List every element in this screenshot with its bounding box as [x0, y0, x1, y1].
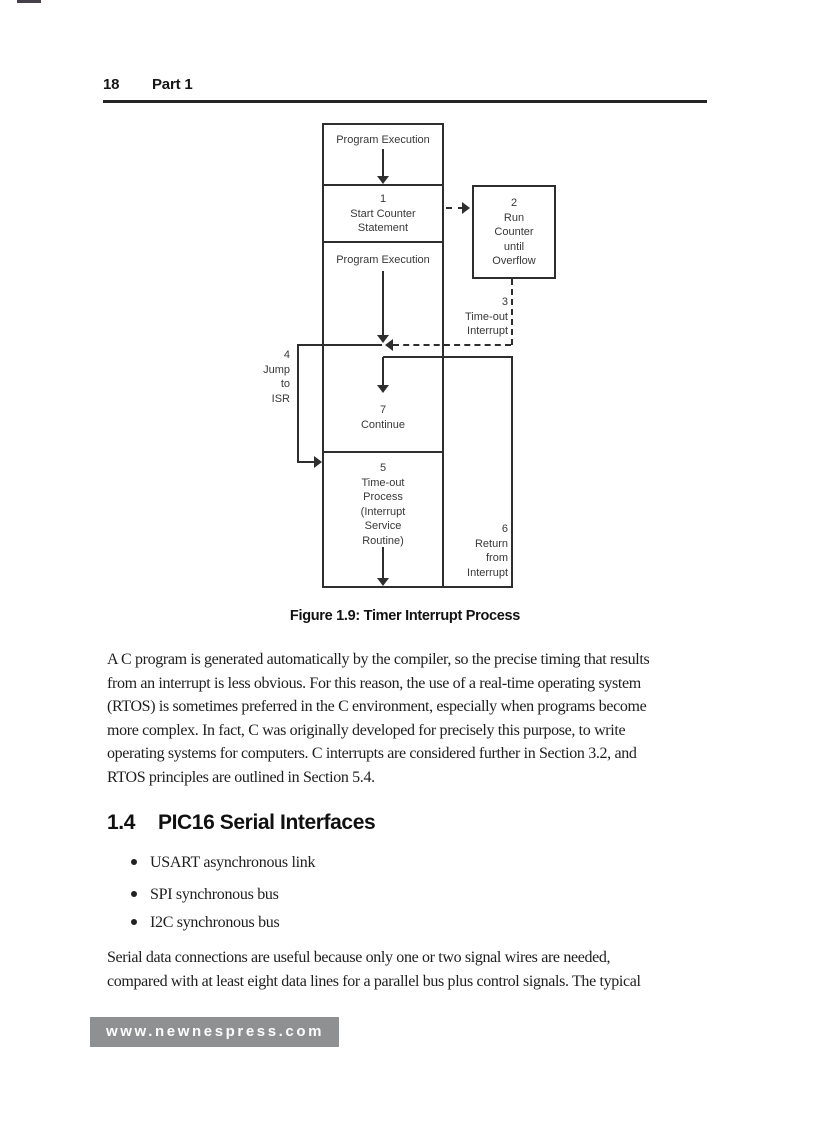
- body-paragraph-1: A C program is generated automatically b…: [107, 648, 650, 789]
- bullet-icon: [131, 859, 137, 865]
- list-item-label: USART asynchronous link: [150, 854, 316, 871]
- arrow-down-icon: [377, 578, 389, 586]
- node-program-execution-mid: Program Execution: [336, 254, 430, 266]
- node-run-counter: 2 Run Counter until Overflow: [492, 197, 536, 267]
- label-timeout-interrupt: 3 Time-out Interrupt: [465, 296, 508, 337]
- flow-arrow-shaft: [382, 149, 384, 178]
- node-timeout-process: 5 Time-out Process (Interrupt Service Ro…: [360, 462, 406, 547]
- text-line: A C program is generated automatically b…: [107, 651, 650, 668]
- arrow-right-icon: [314, 456, 322, 468]
- arrow-down-icon: [377, 176, 389, 184]
- text-line: more complex. In fact, C was originally …: [107, 721, 626, 739]
- dashed-connector: [393, 344, 511, 346]
- arrow-down-icon: [377, 385, 389, 393]
- label-jump-to-isr: 4 Jump to ISR: [263, 349, 290, 405]
- flow-arrow-shaft: [382, 547, 384, 579]
- bullet-icon: [131, 891, 137, 897]
- text-line: (RTOS) is sometimes preferred in the C e…: [107, 698, 647, 715]
- publisher-url: www.newnespress.com: [106, 1023, 325, 1040]
- scan-artifact-mark: [17, 0, 41, 3]
- text-line: compared with at least eight data lines …: [107, 972, 641, 990]
- text-line: from an interrupt is less obvious. For t…: [107, 674, 641, 692]
- body-paragraph-2: Serial data connections are useful becau…: [107, 946, 641, 993]
- text-line: RTOS principles are outlined in Section …: [107, 768, 375, 786]
- dashed-connector: [511, 279, 513, 345]
- return-path-box-border: [383, 356, 513, 588]
- arrow-left-icon: [385, 339, 393, 351]
- header-rule: [103, 100, 707, 103]
- text-line: Serial data connections are useful becau…: [107, 949, 611, 966]
- section-number: 1.4: [107, 811, 135, 834]
- list-item: I2C synchronous bus: [131, 914, 280, 932]
- bullet-icon: [131, 919, 137, 925]
- label-return-from-interrupt: 6 Return from Interrupt: [467, 523, 508, 579]
- list-item: USART asynchronous link: [131, 854, 315, 872]
- jump-path-line: [297, 344, 382, 346]
- text-line: operating systems for computers. C inter…: [107, 745, 637, 762]
- column-divider-line: [322, 184, 444, 186]
- list-item-label: I2C synchronous bus: [150, 914, 280, 931]
- jump-path-line: [297, 344, 299, 463]
- arrow-down-icon: [377, 335, 389, 343]
- publisher-footer-banner: www.newnespress.com: [90, 1017, 339, 1047]
- column-divider-line: [322, 451, 444, 453]
- figure-caption: Figure 1.9: Timer Interrupt Process: [289, 608, 521, 624]
- column-divider-line: [322, 241, 444, 243]
- flow-arrow-shaft: [382, 271, 384, 337]
- list-item-label: SPI synchronous bus: [150, 886, 279, 903]
- part-label: Part 1: [152, 76, 193, 93]
- node-continue: 7 Continue: [360, 404, 406, 431]
- program-flow-column-border: [322, 123, 444, 588]
- page-number: 18: [103, 76, 120, 93]
- node-start-counter: 1 Start Counter Statement: [350, 193, 416, 234]
- flow-arrow-shaft: [382, 357, 384, 386]
- dashed-connector: [446, 207, 464, 209]
- node-program-execution-top: Program Execution: [336, 134, 430, 146]
- running-header: 18 Part 1: [103, 76, 707, 93]
- list-item: SPI synchronous bus: [131, 886, 279, 904]
- run-counter-box-border: [472, 185, 556, 279]
- jump-path-line: [297, 461, 314, 463]
- section-title: PIC16 Serial Interfaces: [158, 811, 376, 834]
- arrow-right-icon: [462, 202, 470, 214]
- section-heading: 1.4 PIC16 Serial Interfaces: [107, 811, 376, 835]
